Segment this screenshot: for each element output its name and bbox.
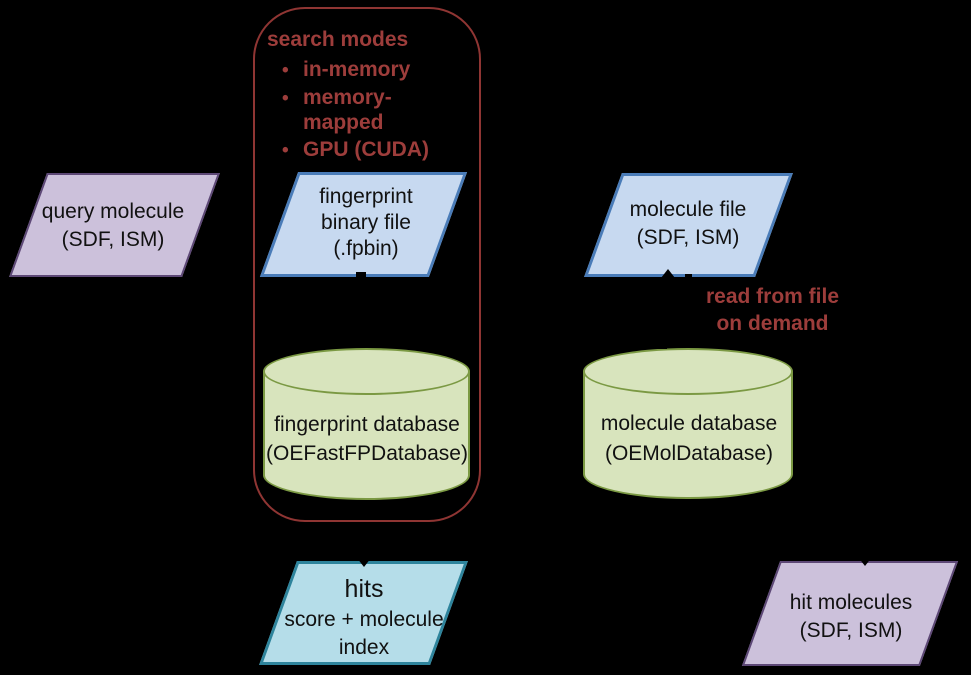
label-line: index (338, 636, 390, 659)
bullet-icon (282, 138, 303, 163)
arrowhead-down-icon (357, 558, 371, 567)
label-line: hit molecules (789, 591, 913, 614)
search-modes-panel-border (253, 7, 481, 522)
label-line: (OEMolDatabase) (604, 442, 774, 465)
label-line: (.fpbin) (333, 237, 399, 260)
fingerprint-database-label: fingerprint database (OEFastFPDatabase) (266, 410, 468, 468)
annotation-line: on demand (716, 312, 829, 335)
query-molecule-label: query molecule (SDF, ISM) (18, 198, 208, 254)
molecule-database-label: molecule database (OEMolDatabase) (588, 409, 790, 469)
label-line: (SDF, ISM) (61, 228, 165, 251)
search-mode-item: in-memory (282, 57, 472, 83)
label-line: binary file (321, 211, 411, 234)
label-line: fingerprint database (274, 413, 460, 436)
search-mode-item: memory-mapped (282, 85, 472, 135)
label-line: (OEFastFPDatabase) (266, 442, 468, 465)
label-line: fingerprint (319, 185, 413, 208)
molecule-file-label: molecule file (SDF, ISM) (598, 196, 778, 252)
search-modes-title: search modes (267, 28, 409, 51)
molecule-database-shape (583, 348, 793, 499)
hits-label: hits score + molecule index (276, 573, 452, 662)
label-line: hits (344, 575, 384, 603)
search-mode-item: GPU (CUDA) (282, 137, 472, 163)
search-mode-label: in-memory (303, 58, 411, 81)
search-mode-label: GPU (CUDA) (303, 138, 429, 161)
hit-molecules-label: hit molecules (SDF, ISM) (756, 589, 946, 645)
cylinder-top (263, 348, 470, 395)
label-line: molecule file (629, 198, 747, 221)
fingerprint-binary-file-label: fingerprint binary file (.fpbin) (276, 184, 456, 262)
arrow-stub (356, 272, 366, 278)
fingerprint-database-shape (263, 348, 470, 500)
label-line: query molecule (41, 200, 185, 223)
arrowhead-up-icon (661, 269, 675, 278)
bullet-icon (282, 58, 303, 83)
arrowhead-down-icon (858, 557, 872, 566)
bullet-icon (282, 86, 303, 111)
search-mode-label: memory-mapped (303, 86, 392, 134)
arrow-stub (685, 274, 692, 279)
label-line: (SDF, ISM) (799, 619, 903, 642)
label-line: score + molecule (284, 608, 444, 631)
read-on-demand-annotation: read from file on demand (680, 283, 865, 337)
search-modes-list: in-memory memory-mapped GPU (CUDA) (282, 57, 472, 165)
label-line: molecule database (600, 412, 778, 435)
cylinder-top (583, 348, 793, 395)
annotation-line: read from file (705, 285, 840, 308)
arrow-stub (657, 344, 667, 349)
label-line: (SDF, ISM) (636, 226, 740, 249)
